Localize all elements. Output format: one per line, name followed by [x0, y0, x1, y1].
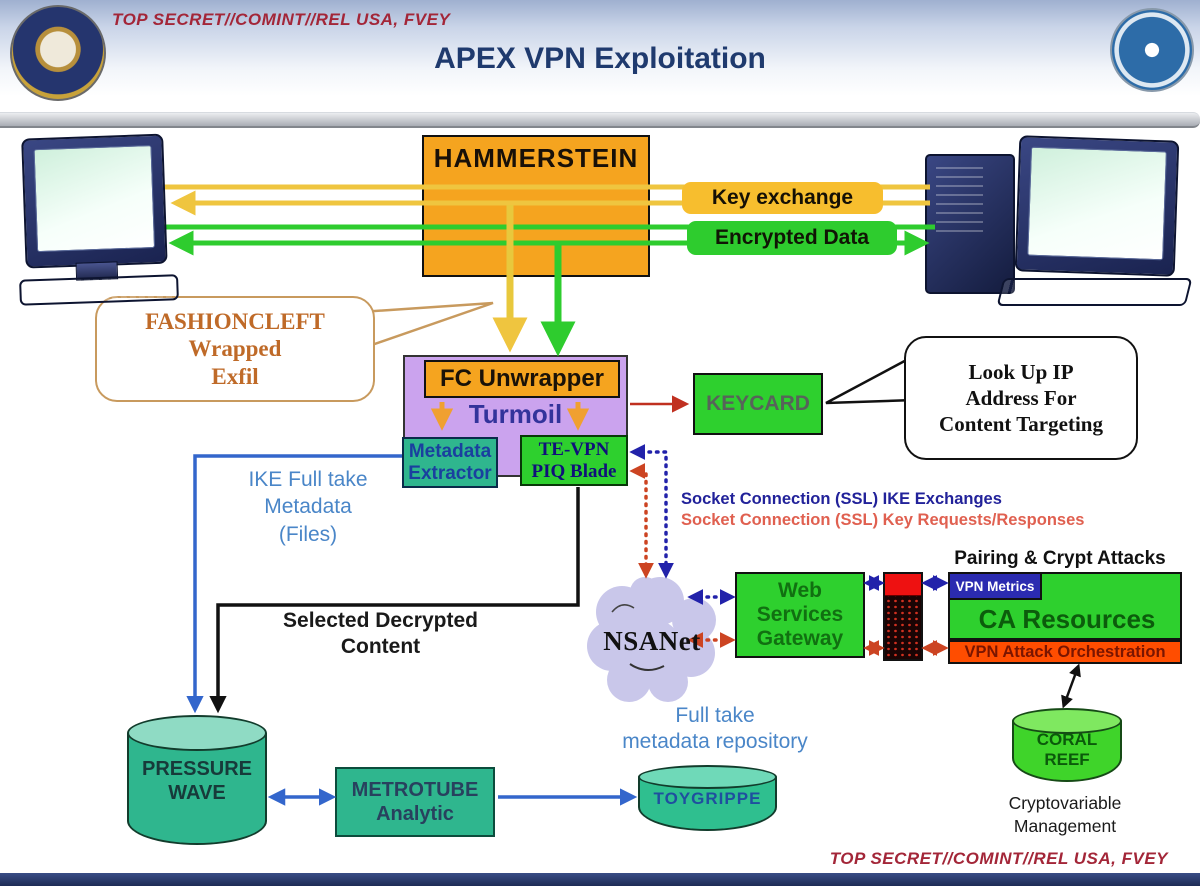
cryptovariable-line1: Cryptovariable — [1008, 793, 1122, 813]
ssl-ike-dotted-path — [629, 444, 674, 579]
nsa-seal-icon — [10, 5, 106, 101]
ike-metadata-line2: Metadata — [264, 495, 352, 519]
wsg-line3: Gateway — [756, 627, 844, 651]
fc-unwrapper-box: FC Unwrapper — [424, 360, 620, 398]
selected-content-label: Selected Decrypted Content — [278, 608, 483, 661]
header-band — [0, 0, 1200, 96]
toygrippe-database: TOYGRIPPE — [638, 765, 777, 831]
vpn-metrics-label: VPN Metrics — [955, 578, 1035, 594]
web-services-gateway-box: Web Services Gateway — [735, 572, 865, 658]
ike-metadata-label: IKE Full take Metadata (Files) — [218, 466, 398, 548]
ca-resources-label: CA Resources — [978, 604, 1156, 634]
te-vpn-line1: TE-VPN — [538, 438, 610, 460]
encrypted-data-label: Encrypted Data — [714, 226, 870, 249]
key-exchange-label: Key exchange — [711, 186, 854, 209]
te-vpn-line2: PIQ Blade — [531, 460, 617, 482]
full-take-repo-label: Full take metadata repository — [585, 703, 845, 756]
metrotube-line2: Analytic — [376, 803, 454, 825]
pressure-wave-line2: WAVE — [168, 782, 226, 804]
ca-resources-box: VPN Metrics CA Resources — [948, 572, 1182, 640]
classification-banner-top: TOP SECRET//COMINT//REL USA, FVEY — [112, 10, 451, 29]
fashioncleft-callout: FASHIONCLEFT Wrapped Exfil — [95, 296, 375, 402]
metrotube-box: METROTUBE Analytic — [335, 767, 495, 837]
cryptovariable-line2: Management — [1013, 815, 1117, 836]
keycard-label: KEYCARD — [706, 392, 810, 415]
footer-bar — [0, 873, 1200, 886]
lookup-line1: Look Up IP — [968, 359, 1074, 384]
fashioncleft-line1: FASHIONCLEFT — [145, 308, 325, 334]
pairing-crypt-attacks-label: Pairing & Crypt Attacks — [954, 548, 1166, 569]
client-computer-icon — [9, 133, 185, 306]
lookup-line3: Content Targeting — [939, 412, 1103, 437]
turmoil-label: Turmoil — [468, 399, 563, 429]
lookup-ip-callout: Look Up IP Address For Content Targeting — [904, 336, 1138, 460]
metadata-extractor-box: Metadata Extractor — [402, 437, 498, 488]
coral-reef-database: CORAL REEF — [1012, 708, 1122, 782]
toygrippe-label: TOYGRIPPE — [653, 789, 762, 808]
coral-reef-line2: REEF — [1044, 750, 1090, 770]
vpn-metrics-box: VPN Metrics — [948, 572, 1042, 600]
coral-reef-line1: CORAL — [1036, 730, 1098, 749]
wsg-line1: Web — [778, 578, 822, 602]
firewall-icon — [883, 572, 923, 661]
fashioncleft-line3: Exfil — [211, 363, 259, 389]
selected-content-line1: Selected Decrypted — [283, 609, 478, 632]
ike-metadata-line3: (Files) — [278, 522, 338, 546]
pressure-wave-line1: PRESSURE — [141, 758, 253, 780]
page-title: APEX VPN Exploitation — [434, 42, 766, 75]
cryptovariable-mgmt-label: Cryptovariable Management — [975, 792, 1155, 838]
server-computer-icon — [905, 135, 1195, 310]
hammerstein-box: HAMMERSTEIN — [422, 135, 650, 277]
attack-coralreef-link — [1061, 663, 1081, 709]
vpn-attack-orchestration-box: VPN Attack Orchestration — [948, 640, 1182, 664]
agency-seal-icon — [1110, 8, 1194, 92]
firewall-top — [885, 574, 921, 596]
lookup-callout-tail — [825, 353, 916, 405]
socket-ike-label: Socket Connection (SSL) IKE Exchanges — [681, 490, 1002, 508]
ike-metadata-line1: IKE Full take — [248, 468, 368, 491]
metadata-extractor-line2: Extractor — [408, 462, 492, 484]
metrotube-line1: METROTUBE — [351, 779, 479, 801]
full-take-repo-line2: metadata repository — [622, 730, 808, 754]
hammerstein-label: HAMMERSTEIN — [433, 143, 639, 173]
fashioncleft-callout-tail — [358, 301, 494, 349]
full-take-repo-line1: Full take — [675, 704, 755, 727]
fashioncleft-line2: Wrapped — [188, 336, 282, 362]
header-divider — [0, 112, 1200, 128]
fc-unwrapper-label: FC Unwrapper — [439, 365, 604, 392]
nsanet-label: NSANet — [603, 626, 701, 656]
ssl-key-dotted-path — [629, 463, 654, 579]
metadata-extractor-line1: Metadata — [408, 440, 492, 462]
socket-key-label: Socket Connection (SSL) Key Requests/Res… — [681, 511, 1085, 529]
classification-banner-bottom: TOP SECRET//COMINT//REL USA, FVEY — [829, 849, 1168, 868]
keycard-box: KEYCARD — [693, 373, 823, 435]
selected-content-line2: Content — [340, 635, 421, 659]
wsg-line2: Services — [756, 602, 844, 626]
te-vpn-piq-blade-box: TE-VPN PIQ Blade — [520, 435, 628, 486]
lookup-line2: Address For — [965, 385, 1077, 410]
key-exchange-badge: Key exchange — [682, 182, 883, 214]
pressure-wave-database: PRESSURE WAVE — [127, 715, 267, 845]
vpn-attack-orchestration-label: VPN Attack Orchestration — [964, 642, 1166, 661]
encrypted-data-badge: Encrypted Data — [687, 221, 897, 255]
